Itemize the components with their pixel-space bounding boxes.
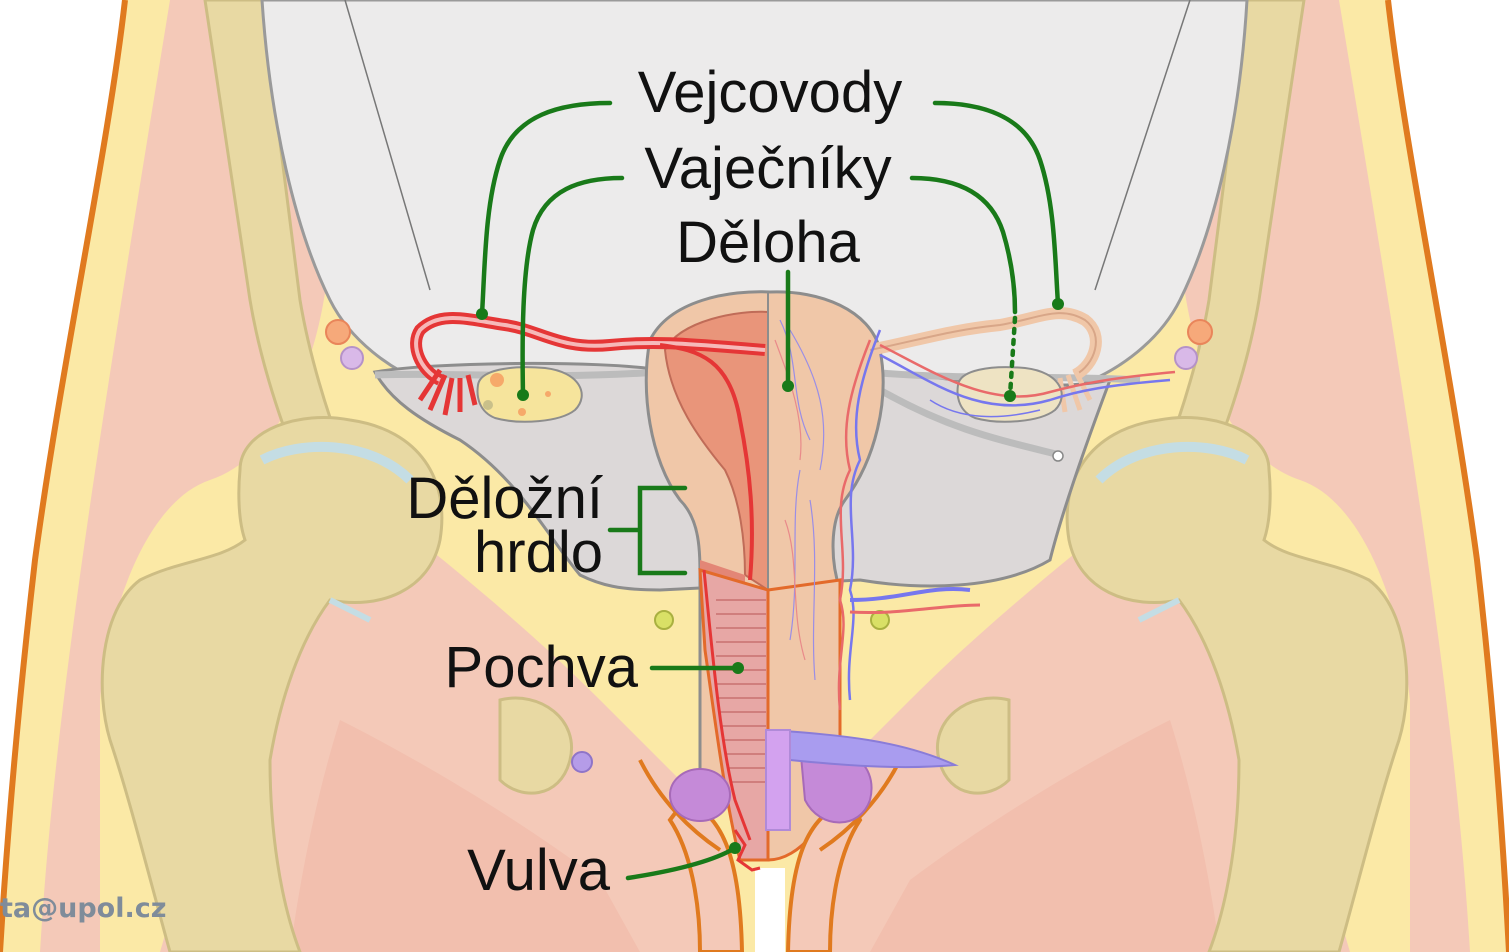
- label-pochva: Pochva: [445, 635, 639, 700]
- watermark-email: ta@upol.cz: [0, 893, 166, 924]
- label-vajecniky: Vaječníky: [644, 136, 891, 201]
- ovary-left: [478, 367, 582, 422]
- label-delozni-line2: hrdlo: [474, 520, 603, 585]
- label-vulva: Vulva: [467, 838, 611, 903]
- label-vejcovody: Vejcovody: [638, 60, 902, 125]
- label-deloha: Děloha: [676, 210, 861, 275]
